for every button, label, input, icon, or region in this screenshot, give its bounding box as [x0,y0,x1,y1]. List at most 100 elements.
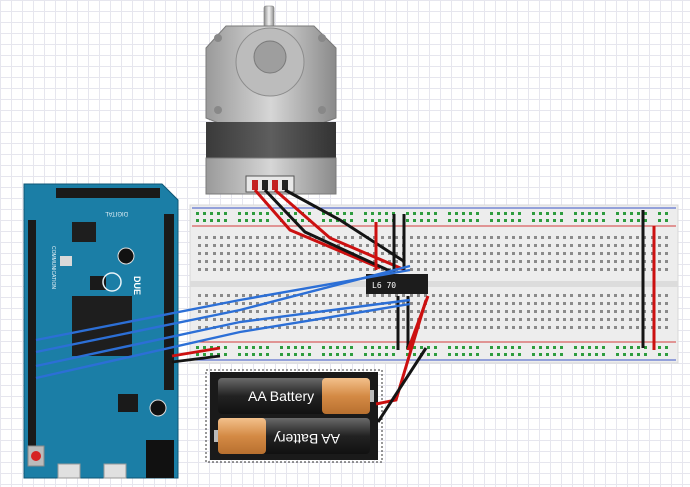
breadboard-hole [359,294,362,297]
breadboard-hole [359,236,362,239]
breadboard-hole [665,219,668,222]
breadboard-hole [541,318,544,321]
breadboard-hole [585,268,588,271]
breadboard-hole [238,212,241,215]
breadboard-hole [446,302,449,305]
breadboard-hole [366,268,369,271]
breadboard-hole [220,244,223,247]
breadboard-hole [359,244,362,247]
breadboard-hole [553,212,556,215]
breadboard-hole [351,318,354,321]
breadboard-hole [541,310,544,313]
breadboard-hole [329,219,332,222]
breadboard-hole [337,302,340,305]
breadboard-hole [427,353,430,356]
breadboard-hole [300,268,303,271]
wires [35,188,656,423]
breadboard-hole [556,268,559,271]
breadboard-hole [462,219,465,222]
breadboard-hole [286,260,289,263]
breadboard-hole [413,346,416,349]
breadboard-hole [417,252,420,255]
breadboard-hole [271,260,274,263]
breadboard-hole [388,326,391,329]
breadboard-hole [602,346,605,349]
breadboard-hole [461,326,464,329]
breadboard-hole [300,244,303,247]
breadboard-hole [595,353,598,356]
breadboard-hole [468,252,471,255]
breadboard-hole [644,353,647,356]
breadboard-hole [402,302,405,305]
breadboard-hole [665,318,668,321]
breadboard-hole [278,268,281,271]
breadboard-hole [539,219,542,222]
breadboard-hole [512,326,515,329]
breadboard-hole [198,310,201,313]
breadboard [189,204,679,364]
breadboard-hole [483,294,486,297]
breadboard-hole [220,260,223,263]
breadboard-hole [623,346,626,349]
breadboard-hole [511,219,514,222]
breadboard-hole [527,260,530,263]
breadboard-hole [483,302,486,305]
breadboard-hole [548,260,551,263]
breadboard-hole [607,268,610,271]
wire-motor-black [284,188,406,264]
breadboard-hole [518,219,521,222]
breadboard-hole [432,326,435,329]
breadboard-hole [315,326,318,329]
breadboard-hole [592,318,595,321]
breadboard-hole [344,318,347,321]
breadboard-hole [203,212,206,215]
breadboard-hole [629,236,632,239]
breadboard-hole [636,294,639,297]
breadboard-hole [315,302,318,305]
breadboard-hole [300,310,303,313]
breadboard-hole [410,310,413,313]
breadboard-hole [198,260,201,263]
breadboard-hole [519,252,522,255]
breadboard-hole [238,219,241,222]
breadboard-hole [602,353,605,356]
breadboard-hole [636,252,639,255]
breadboard-hole [455,346,458,349]
breadboard-hole [563,318,566,321]
breadboard-hole [468,268,471,271]
breadboard-hole [476,346,479,349]
breadboard-hole [511,212,514,215]
breadboard-hole [519,302,522,305]
breadboard-hole [410,318,413,321]
breadboard-hole [630,346,633,349]
breadboard-hole [271,244,274,247]
breadboard-hole [227,244,230,247]
breadboard-hole [439,310,442,313]
breadboard-hole [343,353,346,356]
breadboard-hole [468,302,471,305]
ic-label: L6 70 [372,281,396,290]
breadboard-hole [213,318,216,321]
breadboard-hole [505,268,508,271]
breadboard-hole [602,219,605,222]
breadboard-hole [249,236,252,239]
breadboard-hole [636,302,639,305]
breadboard-hole [308,294,311,297]
breadboard-hole [235,268,238,271]
breadboard-hole [548,252,551,255]
breadboard-hole [468,310,471,313]
breadboard-hole [539,353,542,356]
breadboard-hole [242,302,245,305]
breadboard-hole [585,318,588,321]
breadboard-hole [600,318,603,321]
breadboard-hole [337,310,340,313]
breadboard-hole [439,326,442,329]
breadboard-hole [364,212,367,215]
breadboard-hole [475,318,478,321]
breadboard-hole [578,294,581,297]
breadboard-hole [213,260,216,263]
breadboard-hole [541,252,544,255]
breadboard-hole [301,219,304,222]
breadboard-hole [448,219,451,222]
breadboard-hole [637,212,640,215]
